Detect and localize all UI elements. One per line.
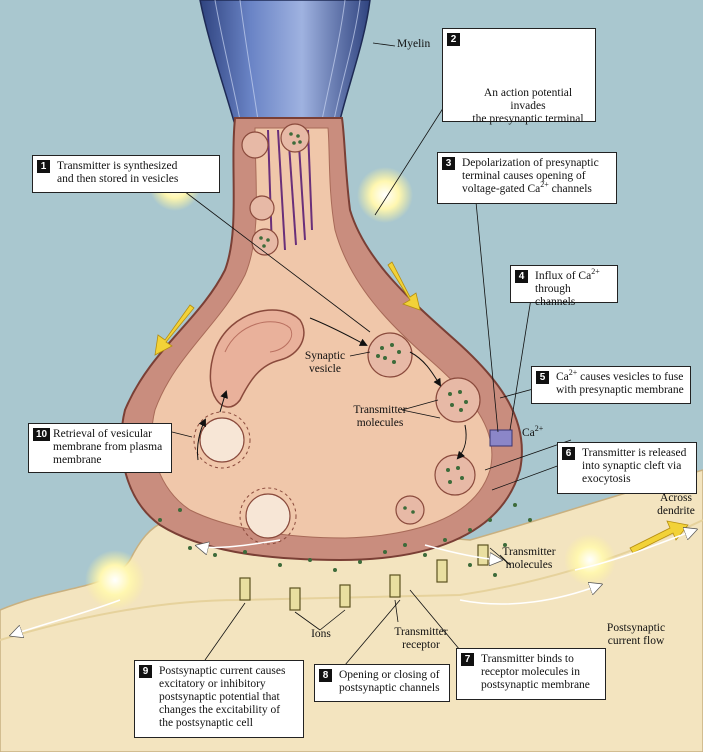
superscript: 2+ [591, 267, 600, 277]
step-1-number: 1 [37, 160, 50, 173]
step-8-number: 8 [319, 669, 332, 682]
calcium-channel [489, 429, 513, 447]
step-4-number: 4 [515, 270, 528, 283]
superscript: 2+ [568, 368, 578, 378]
cleft-transmitter-dots [158, 503, 532, 577]
step-9-number: 9 [139, 665, 152, 678]
step-6-number: 6 [562, 447, 575, 460]
myelin-sheath [199, 0, 371, 126]
ions-label: Ions [311, 628, 331, 640]
ca-label: Ca2+ [522, 424, 544, 440]
ca-label-sup: 2+ [534, 424, 544, 434]
step-2-number: 2 [447, 33, 460, 46]
step-4-text: Influx of Ca2+through channels [535, 267, 600, 308]
superscript: 2+ [540, 180, 549, 190]
action-potential-flash-left [357, 167, 413, 223]
step-4-box: 4 Influx of Ca2+through channels [510, 265, 618, 308]
coated-vesicle [193, 411, 297, 545]
mitochondrion [209, 309, 305, 408]
ca-label-text: Ca [522, 427, 535, 439]
myelin-label: Myelin [397, 38, 431, 50]
step-5-number: 5 [536, 371, 549, 384]
postsynaptic-receptors [239, 544, 489, 611]
step-3-number: 3 [442, 157, 455, 170]
step-7-number: 7 [461, 653, 474, 666]
synaptic-vesicles [367, 332, 481, 525]
step-10-number: 10 [33, 428, 50, 441]
